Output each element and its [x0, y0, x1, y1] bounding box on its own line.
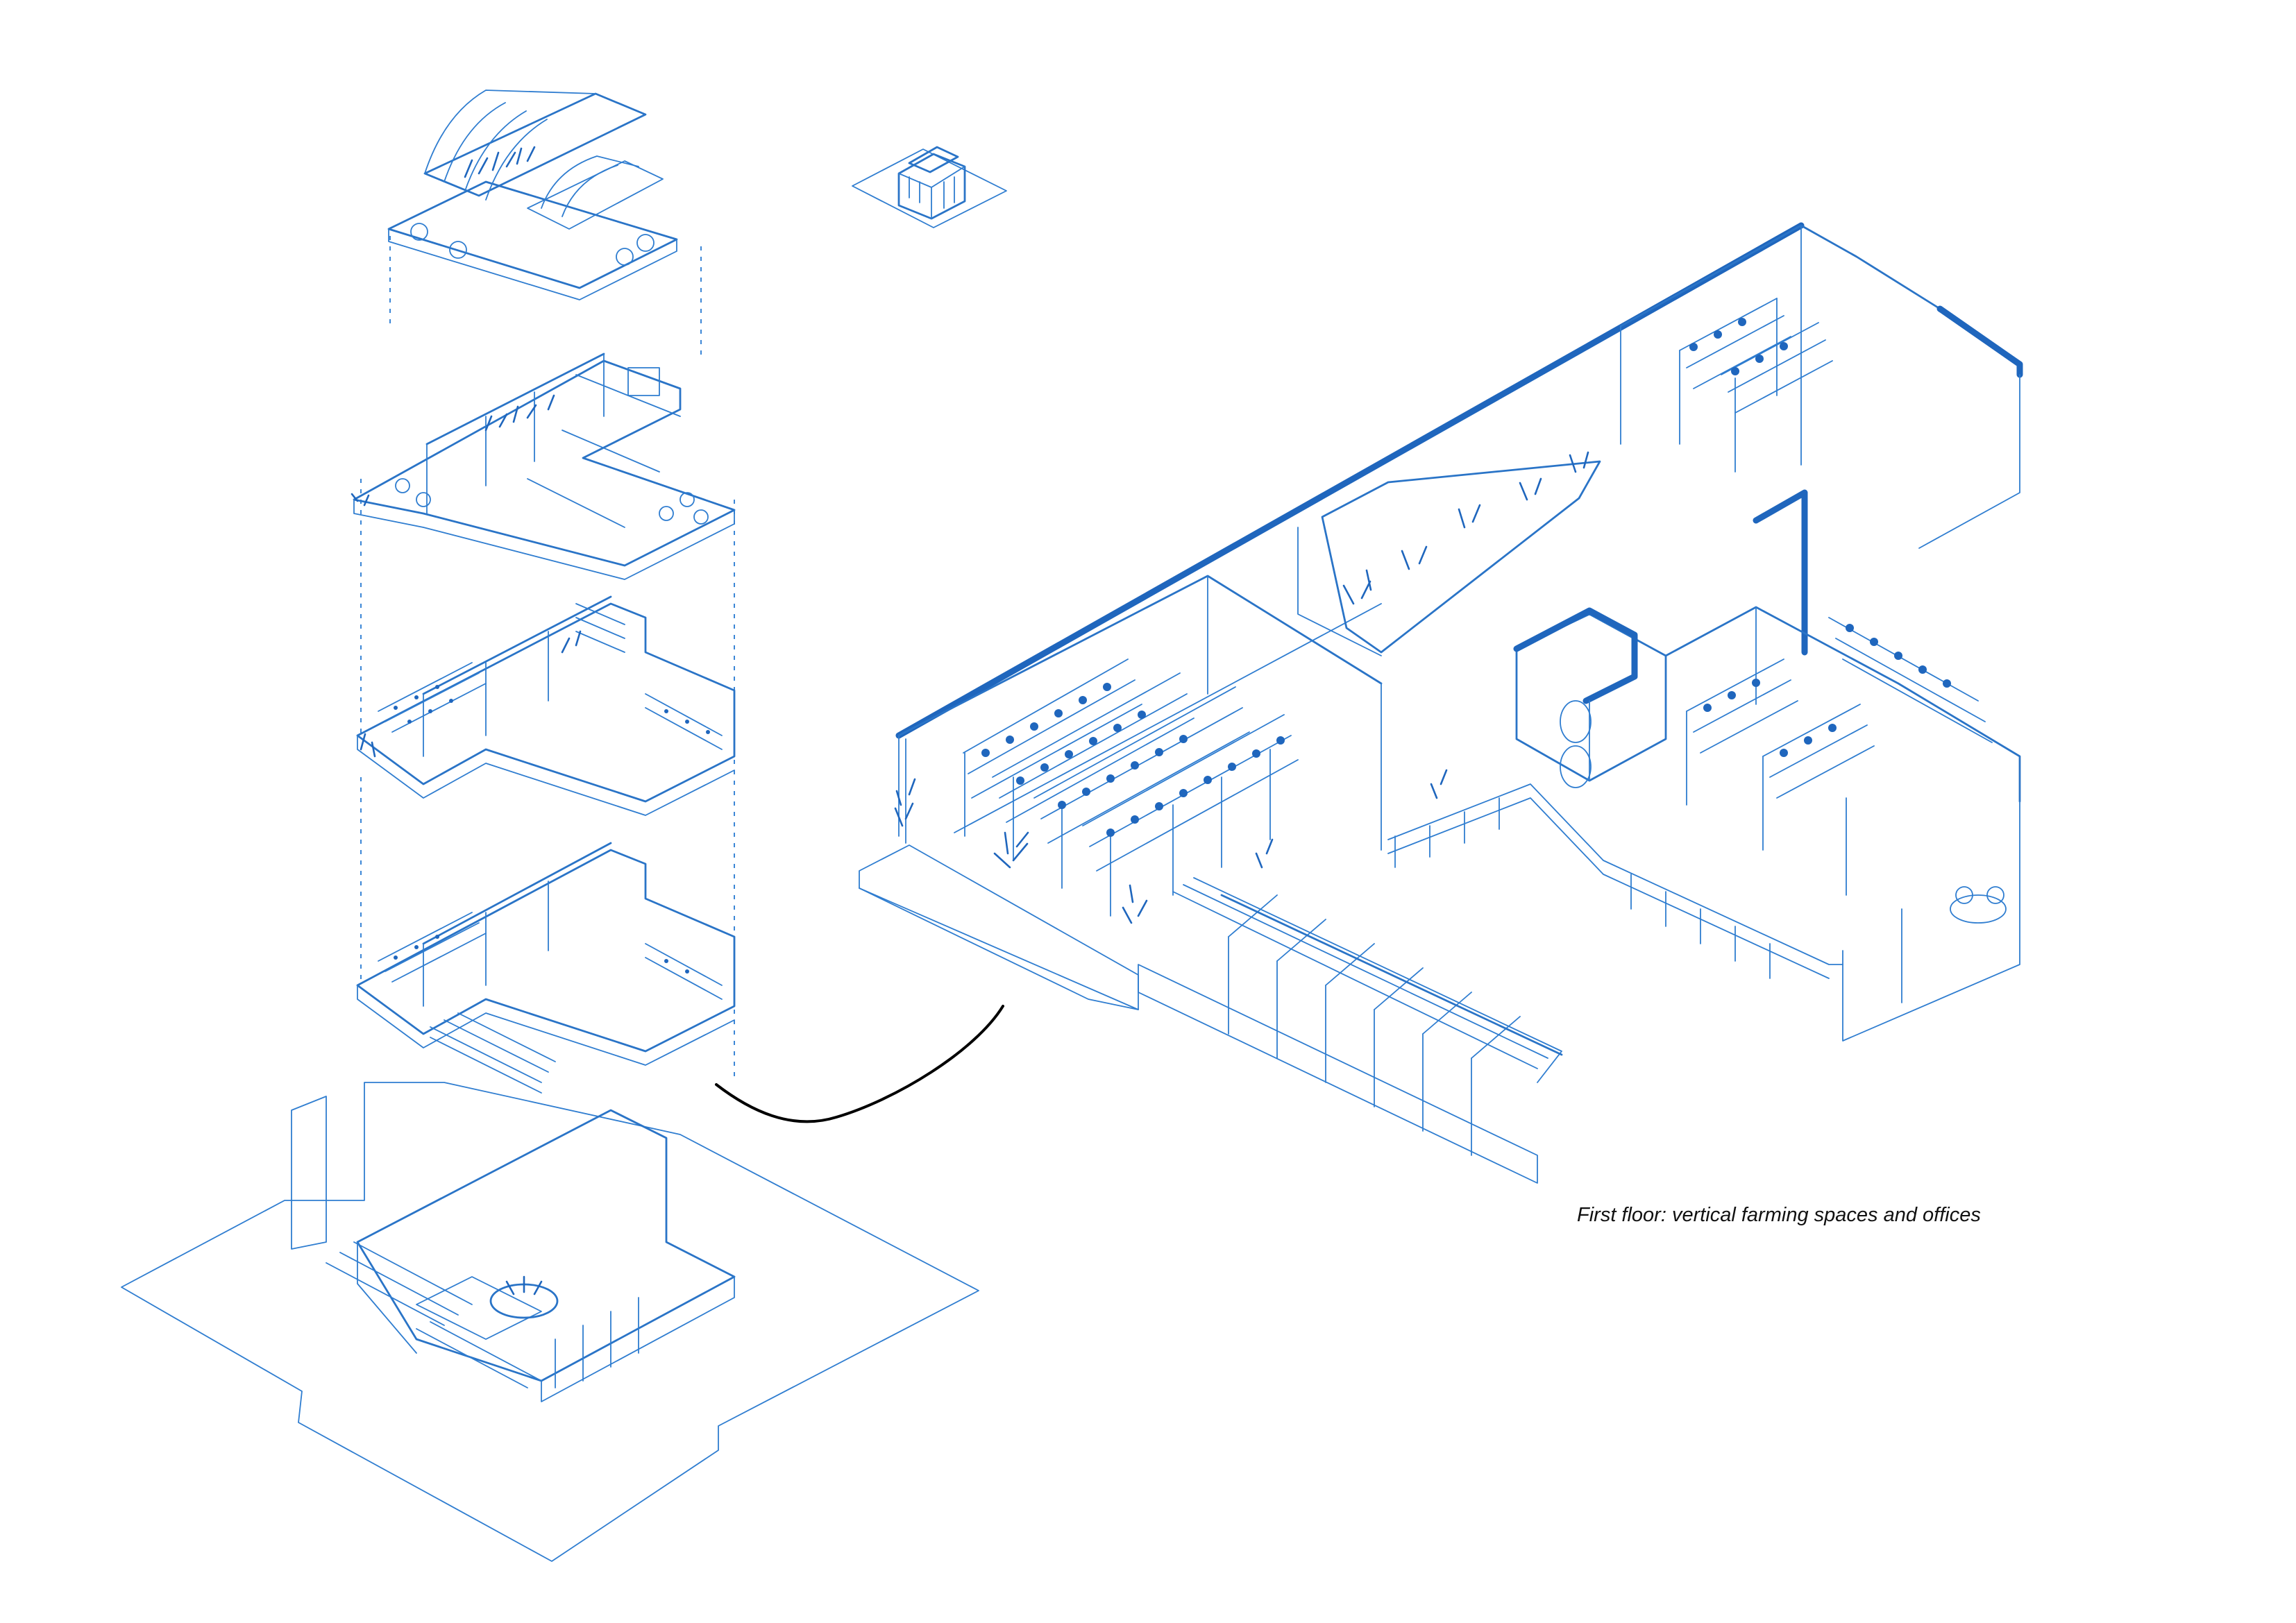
second-floor-plan: [356, 595, 736, 816]
first-floor-plan-small: [356, 842, 736, 1094]
connector-curve: [715, 1005, 1004, 1123]
stack-alignment-lines: [360, 236, 735, 1082]
exploded-floor-stack: [121, 90, 979, 1562]
roof-greenhouse-level: [387, 90, 678, 300]
key-building-isometric: [852, 146, 1007, 228]
third-floor-plan: [351, 352, 736, 580]
ground-floor-site-plan: [121, 1082, 979, 1562]
first-floor-caption: First floor: vertical farming spaces and…: [1577, 1204, 1981, 1226]
first-floor-axonometric: [859, 222, 2023, 1184]
pergola-bridge: [1138, 877, 1563, 1184]
